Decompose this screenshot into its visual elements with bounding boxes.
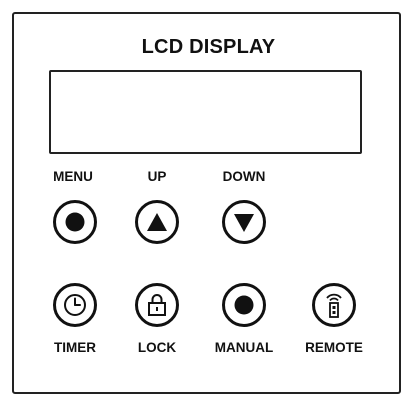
menu-label: MENU bbox=[53, 169, 93, 184]
timer-label: TIMER bbox=[54, 340, 96, 355]
panel-title: LCD DISPLAY bbox=[141, 36, 276, 58]
up-button[interactable] bbox=[135, 200, 179, 244]
menu-button[interactable] bbox=[53, 200, 97, 244]
remote-button[interactable] bbox=[312, 283, 356, 327]
lock-label: LOCK bbox=[137, 340, 177, 355]
remote-label: REMOTE bbox=[305, 340, 363, 355]
remote-signal-icon bbox=[326, 293, 342, 318]
lcd-display bbox=[49, 70, 362, 154]
filled-circle-icon bbox=[234, 295, 254, 315]
filled-circle-icon bbox=[65, 212, 85, 232]
up-label: UP bbox=[147, 169, 167, 184]
timer-button[interactable] bbox=[53, 283, 97, 327]
manual-label: MANUAL bbox=[214, 340, 274, 355]
manual-button[interactable] bbox=[222, 283, 266, 327]
lock-button[interactable] bbox=[135, 283, 179, 327]
clock-icon bbox=[64, 294, 86, 316]
padlock-icon bbox=[148, 294, 166, 316]
up-triangle-icon bbox=[147, 213, 167, 231]
down-triangle-icon bbox=[234, 214, 254, 232]
down-label: DOWN bbox=[222, 169, 266, 184]
down-button[interactable] bbox=[222, 200, 266, 244]
